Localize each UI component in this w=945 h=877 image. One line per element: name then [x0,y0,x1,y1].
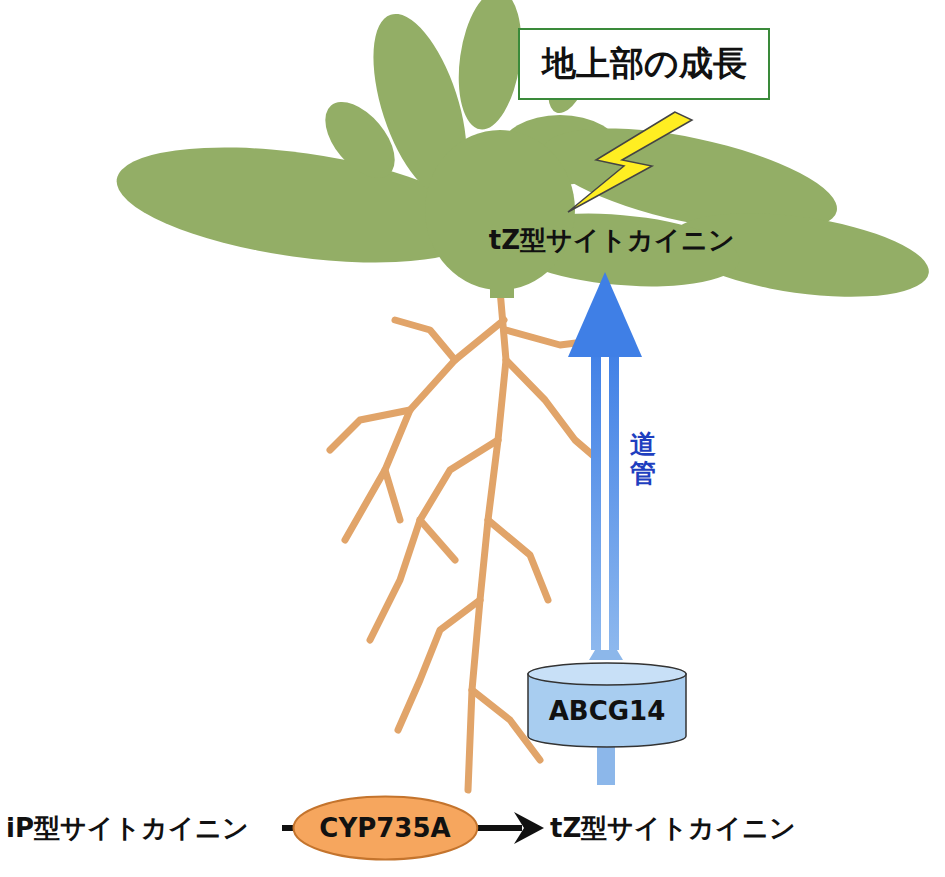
hormone-label: tZ型サイトカイニン [550,811,796,846]
lightning-bolt [568,112,692,212]
node-text: ABCG14 [549,696,666,726]
vessel-label: 道管 [630,430,656,487]
cylinder-top [528,663,686,685]
node-text: CYP735A [319,813,450,843]
enzyme-ellipse: CYP735A [292,795,479,861]
hormone-label: iP型サイトカイニン [6,811,249,846]
conversion-arrow [282,812,544,844]
result-box: 地上部の成長 [518,28,770,100]
node-text: 地上部の成長 [542,41,747,87]
enzyme-shape [293,797,477,860]
hormone-label: tZ型サイトカイニン [489,223,735,258]
leaves [110,0,934,311]
transporter-cylinder: ABCG14 [527,663,687,747]
